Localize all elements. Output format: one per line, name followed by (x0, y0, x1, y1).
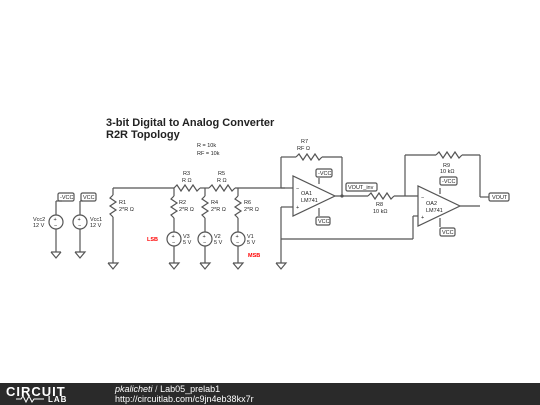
source-v1-value: 5 V (247, 240, 256, 246)
resistor-r5[interactable]: R5 R Ω (208, 171, 236, 193)
opamp-oa2[interactable]: − + OA2 LM741 (417, 185, 462, 227)
resistor-r8-value: 10 kΩ (373, 209, 388, 215)
lsb-label: LSB (147, 237, 158, 243)
source-v3-name: V3 (183, 234, 190, 240)
schematic-canvas: .w { stroke: #555555; stroke-width: 1.2;… (33, 117, 510, 270)
footer-separator: / (155, 384, 158, 394)
svg-text:−: − (54, 223, 57, 229)
resistor-r7-name: R7 (301, 139, 308, 145)
resistor-r9-value: 10 kΩ (440, 169, 455, 175)
svg-text:−: − (78, 223, 81, 229)
resistor-r9[interactable]: R9 10 kΩ (435, 150, 463, 175)
resistor-r3-name: R3 (183, 171, 190, 177)
resistor-r9-name: R9 (443, 163, 450, 169)
footer-bar: CIRCUIT LAB pkalicheti / Lab05_prelab1 h… (0, 383, 540, 405)
param-r: R = 10k (197, 143, 216, 149)
resistor-r2-name: R2 (179, 200, 186, 206)
svg-text:+: + (172, 234, 175, 240)
supply-vcc2-name: Vcc2 (33, 217, 45, 223)
footer-url-link[interactable]: http://circuitlab.com/c9jn4eb38kx7r (115, 394, 254, 404)
source-v3-value: 5 V (183, 240, 192, 246)
supply-vcc1-name: Vcc1 (90, 217, 102, 223)
opamp-oa1[interactable]: − + OA1 LM741 (292, 175, 337, 217)
supply-vcc1-terminal: VCC (83, 195, 95, 201)
svg-text:+: + (296, 205, 299, 211)
resistor-r2[interactable]: R2 2*R Ω (169, 195, 194, 219)
resistor-r8-name: R8 (376, 202, 383, 208)
resistor-r1-value: 2*R Ω (119, 207, 134, 213)
svg-text:+: + (236, 234, 239, 240)
opamp-oa2-model: LM741 (426, 208, 443, 214)
resistor-r7-value: RF Ω (297, 146, 310, 152)
supply-vcc1[interactable]: + − VCC Vcc1 12 V (72, 192, 102, 259)
oa1-pos-supply-label: VCC (318, 219, 330, 225)
opamp-oa1-name: OA1 (301, 191, 312, 197)
resistor-r3[interactable]: R3 R Ω (173, 171, 201, 193)
footer-user[interactable]: pkalicheti (115, 384, 153, 394)
svg-text:+: + (421, 215, 424, 221)
footer-project-title: pkalicheti / Lab05_prelab1 (115, 384, 220, 394)
svg-text:−: − (203, 240, 206, 246)
diagram-subtitle: R2R Topology (106, 129, 181, 141)
svg-text:+: + (203, 234, 206, 240)
opamp-oa2-name: OA2 (426, 201, 437, 207)
source-v1[interactable]: + − V1 5 V (230, 231, 256, 247)
opamp-oa1-model: LM741 (301, 198, 318, 204)
logo-lab-text: LAB (48, 395, 68, 404)
junction-dot (340, 194, 344, 198)
resistor-r6[interactable]: R6 2*R Ω (233, 195, 259, 219)
resistor-r5-name: R5 (218, 171, 225, 177)
svg-text:−: − (421, 195, 424, 201)
supply-vcc2-terminal: -VCC (60, 195, 73, 201)
resistor-r3-value: R Ω (182, 178, 192, 184)
resistor-r6-value: 2*R Ω (244, 207, 259, 213)
net-label-vout-inv: VOUT_inv (348, 185, 374, 191)
oa1-neg-supply-label: -VCC (318, 171, 331, 177)
svg-text:+: + (54, 217, 57, 223)
source-v3[interactable]: + − V3 5 V (166, 231, 192, 247)
msb-label: MSB (248, 253, 260, 259)
footer-project-name[interactable]: Lab05_prelab1 (160, 384, 221, 394)
param-rf: RF = 10k (197, 151, 220, 157)
resistor-r5-value: R Ω (217, 178, 227, 184)
supply-vcc2[interactable]: + − -VCC Vcc2 12 V (33, 192, 75, 259)
svg-text:+: + (78, 217, 81, 223)
resistor-r7[interactable]: R7 RF Ω (295, 139, 323, 162)
supply-vcc1-value: 12 V (90, 223, 102, 229)
source-v2-name: V2 (214, 234, 221, 240)
logo-resistor-icon (16, 395, 44, 403)
source-v2[interactable]: + − V2 5 V (197, 231, 223, 247)
resistor-r1-name: R1 (119, 200, 126, 206)
svg-text:−: − (172, 240, 175, 246)
resistor-r2-value: 2*R Ω (179, 207, 194, 213)
resistor-r1[interactable]: R1 2*R Ω (108, 194, 134, 218)
resistor-r4-name: R4 (211, 200, 218, 206)
oa2-neg-supply-label: -VCC (442, 179, 455, 185)
source-v1-name: V1 (247, 234, 254, 240)
supply-vcc2-value: 12 V (33, 223, 45, 229)
svg-text:−: − (236, 240, 239, 246)
resistor-r6-name: R6 (244, 200, 251, 206)
diagram-title: 3-bit Digital to Analog Converter (106, 117, 275, 129)
resistor-r4[interactable]: R4 2*R Ω (200, 195, 226, 219)
svg-text:−: − (296, 186, 299, 192)
resistor-r8[interactable]: R8 10 kΩ (367, 191, 395, 215)
logo-circuit-text: CIRCUIT (6, 384, 66, 399)
resistor-r4-value: 2*R Ω (211, 207, 226, 213)
source-v2-value: 5 V (214, 240, 223, 246)
net-label-vout: VOUT (492, 195, 508, 201)
oa2-pos-supply-label: VCC (442, 230, 454, 236)
